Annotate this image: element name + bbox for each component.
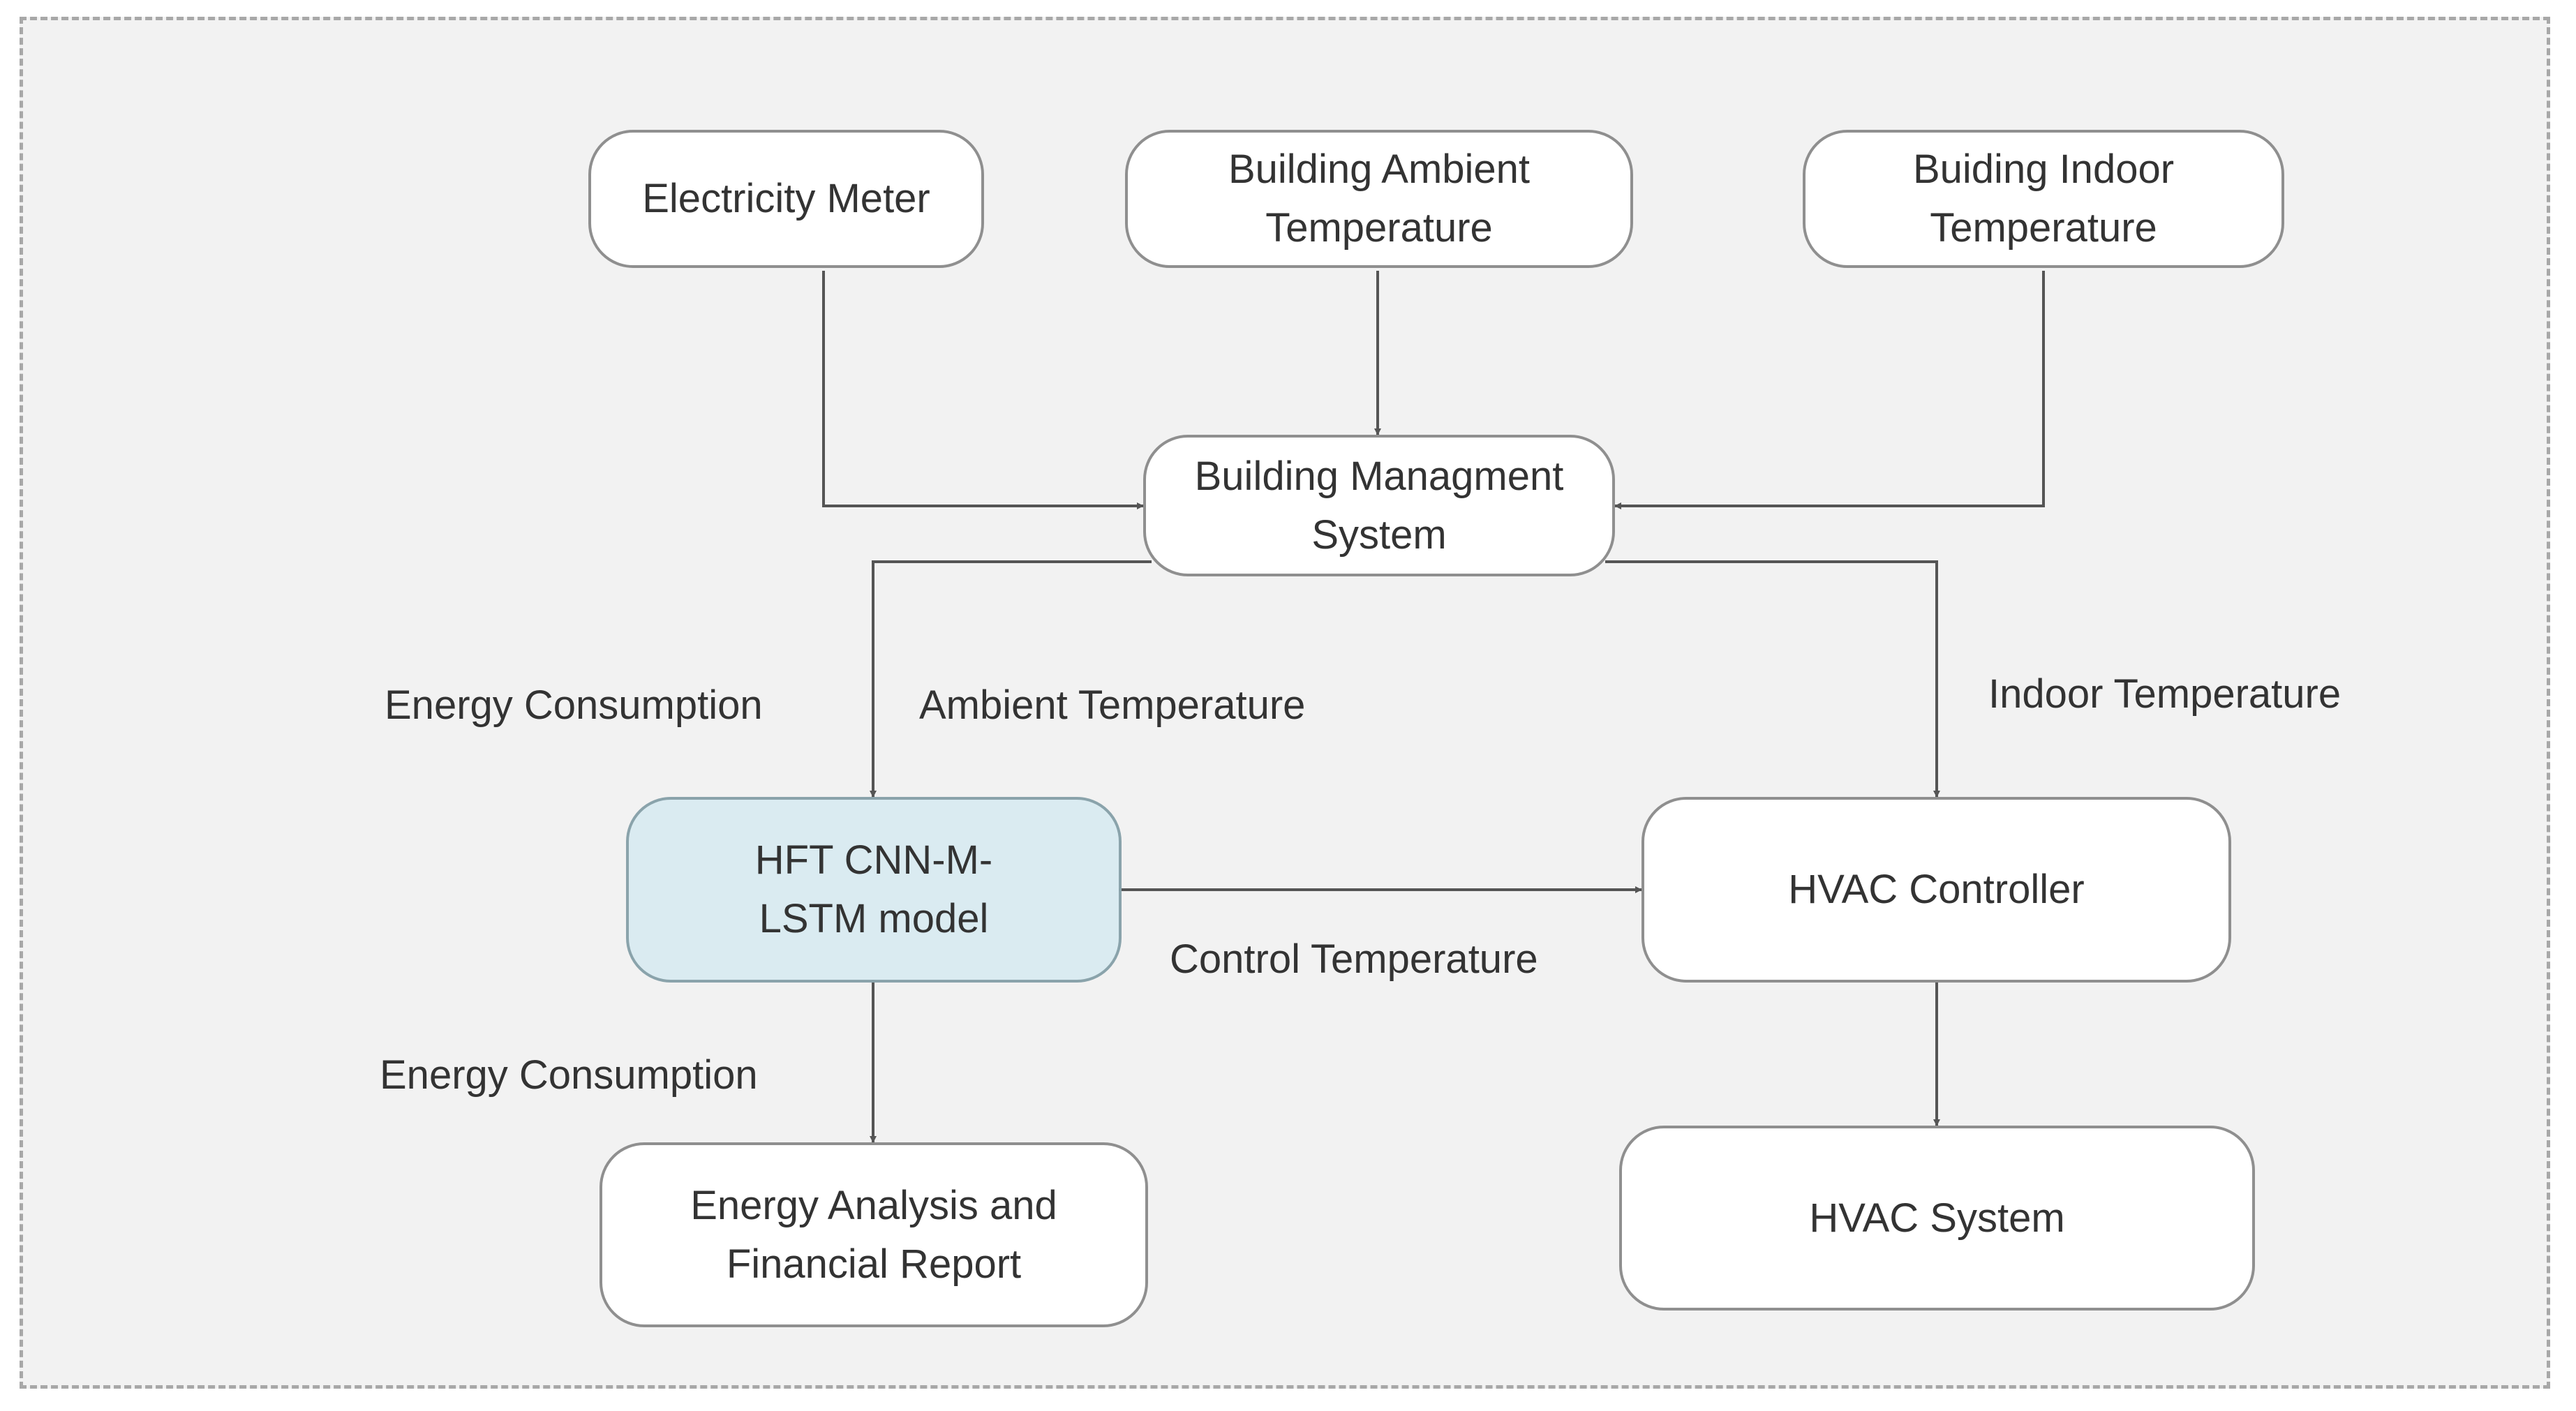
- hvac-controller-node: HVAC Controller: [1641, 797, 2231, 983]
- ambient-temperature-node: Building Ambient Temperature: [1125, 130, 1633, 268]
- edge-bms-to-controller: [1605, 560, 1940, 798]
- control-temperature-label: Control Temperature: [1170, 936, 1538, 982]
- energy-consumption-output-label: Energy Consumption: [380, 1052, 758, 1098]
- edge-indoor-to-bms: [1614, 271, 2045, 509]
- indoor-temperature-node: Buiding Indoor Temperature: [1803, 130, 2284, 268]
- energy-consumption-input-label: Energy Consumption: [385, 682, 763, 728]
- indoor-temperature-label: Indoor Temperature: [1988, 671, 2342, 717]
- hft-cnn-m-lstm-model-node: HFT CNN-M- LSTM model: [626, 797, 1122, 983]
- building-management-system-node: Building Managment System: [1143, 435, 1615, 576]
- hvac-system-node: HVAC System: [1619, 1126, 2255, 1311]
- edge-meter-to-bms: [822, 271, 1144, 509]
- ambient-temperature-label: Ambient Temperature: [919, 682, 1306, 728]
- edge-bms-to-model: [870, 560, 1152, 798]
- energy-report-node: Energy Analysis and Financial Report: [600, 1142, 1148, 1327]
- electricity-meter-node: Electricity Meter: [588, 130, 984, 268]
